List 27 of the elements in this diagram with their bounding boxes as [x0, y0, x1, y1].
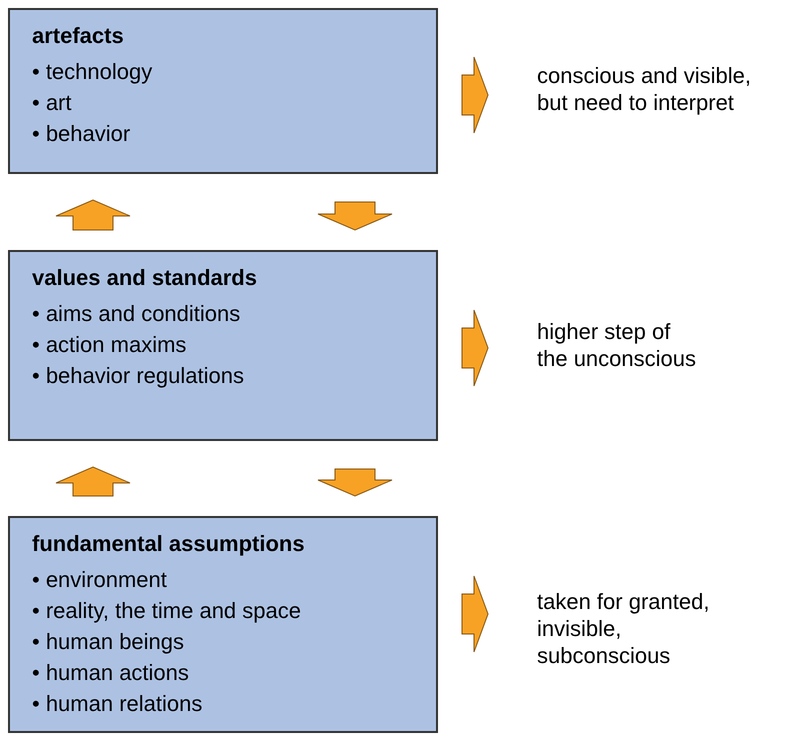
- bullet-item: • behavior: [32, 120, 130, 148]
- bullet-item: • technology: [32, 58, 152, 86]
- bullet-item: • human beings: [32, 628, 184, 656]
- layer-box: [8, 250, 438, 441]
- block-arrow: [56, 466, 130, 496]
- block-arrow: [462, 56, 489, 134]
- bullet-item: • human relations: [32, 690, 202, 718]
- bullet-item: • behavior regulations: [32, 362, 244, 390]
- box-heading: artefacts: [32, 22, 125, 50]
- bullet-item: • human actions: [32, 659, 189, 687]
- side-note: conscious and visible, but need to interpret: [537, 62, 773, 116]
- block-arrow: [462, 576, 489, 652]
- bullet-item: • art: [32, 89, 72, 117]
- side-note: higher step of the unconscious: [537, 318, 702, 372]
- bullet-item: • reality, the time and space: [32, 597, 301, 625]
- block-arrow: [318, 202, 392, 231]
- bullet-item: • environment: [32, 566, 167, 594]
- block-arrow: [318, 468, 392, 497]
- box-heading: fundamental assumptions: [32, 530, 306, 558]
- layer-box: [8, 516, 438, 733]
- bullet-item: • aims and conditions: [32, 300, 240, 328]
- block-arrow: [56, 199, 130, 230]
- bullet-item: • action maxims: [32, 331, 186, 359]
- block-arrow: [462, 310, 489, 386]
- layer-box: [8, 8, 438, 174]
- side-note: taken for granted, invisible, subconscious: [537, 588, 717, 669]
- box-heading: values and standards: [32, 264, 258, 292]
